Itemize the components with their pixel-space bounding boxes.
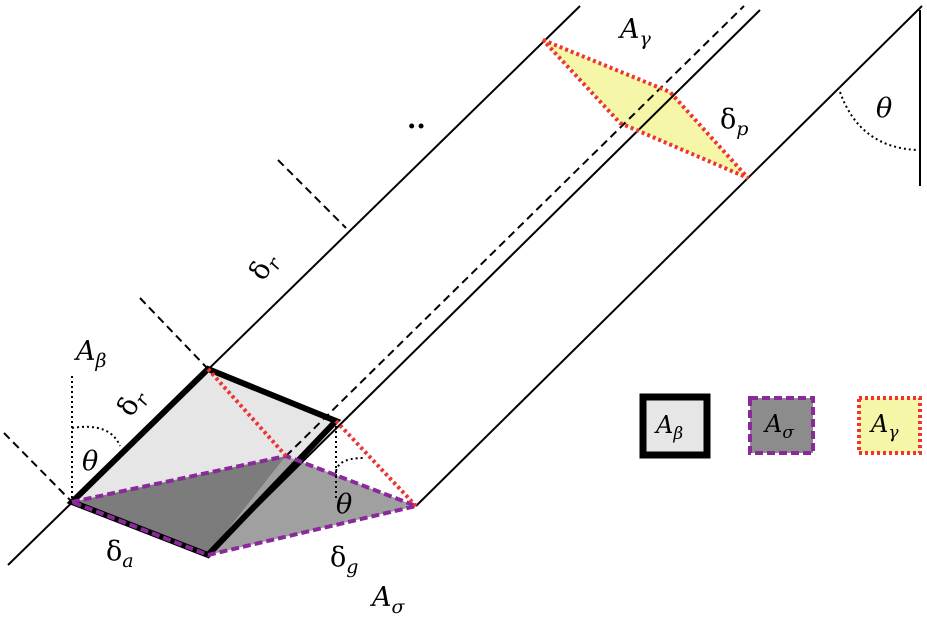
legend: Aβ Aσ Aγ — [639, 393, 922, 459]
dashed-extension-left — [3, 432, 73, 503]
label-ellipsis: .. — [407, 104, 426, 135]
a-sigma-outline — [65, 453, 423, 558]
red-dotted-line-2 — [334, 419, 418, 508]
a-gamma-region — [543, 40, 748, 178]
legend-item-a-sigma: Aσ — [748, 396, 815, 455]
theta-arc-left — [71, 425, 121, 447]
legend-label-a-beta: Aβ — [654, 411, 683, 444]
label-delta-p: δp — [720, 104, 748, 140]
a-sigma-light-region — [208, 456, 416, 555]
label-delta-r-low: δr — [111, 382, 155, 423]
diagonal-line-3 — [415, 5, 923, 507]
diagonal-dashed-line — [285, 5, 745, 457]
label-theta-left: θ — [82, 446, 98, 477]
a-gamma-outline — [541, 38, 750, 180]
label-delta-a: δa — [106, 536, 134, 572]
label-a-gamma: Aγ — [617, 14, 652, 50]
label-a-sigma: Aσ — [369, 582, 406, 617]
label-theta-mid: θ — [336, 489, 352, 520]
a-sigma-dark-region — [72, 456, 286, 555]
legend-item-a-beta: Aβ — [639, 393, 711, 459]
svg-text:δr: δr — [111, 382, 155, 423]
label-theta-top: θ — [876, 93, 892, 124]
label-delta-r-mid: δr — [243, 246, 287, 287]
legend-label-a-sigma: Aσ — [763, 410, 794, 443]
red-dotted-line-1 — [206, 367, 288, 458]
dashed-extension-upper — [277, 159, 347, 229]
dashed-extension-mid — [139, 297, 209, 370]
theta-arc-mid — [334, 457, 365, 477]
diagonal-line-2 — [207, 9, 761, 556]
label-delta-g: δg — [330, 542, 358, 578]
legend-label-a-gamma: Aγ — [869, 410, 899, 443]
label-a-beta: Aβ — [73, 336, 107, 372]
svg-text:δr: δr — [243, 246, 287, 287]
legend-item-a-gamma: Aγ — [857, 396, 922, 455]
